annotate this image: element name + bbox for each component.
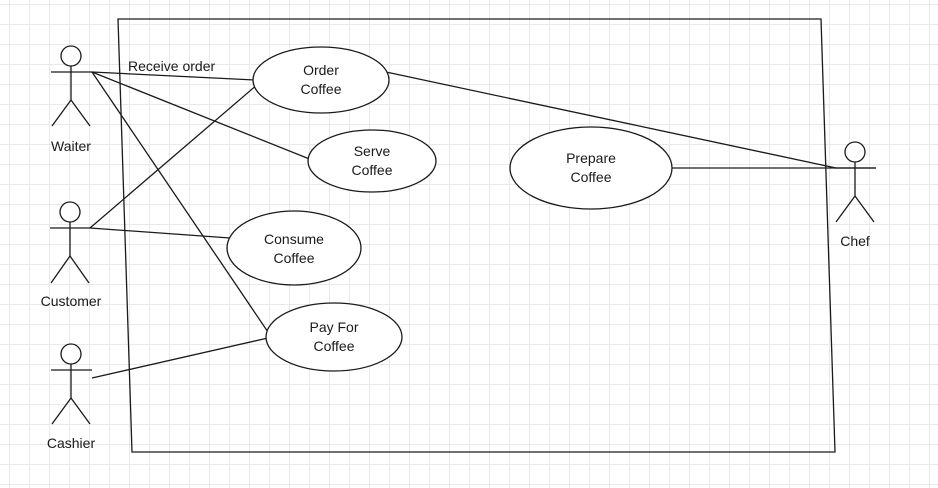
assoc-cashier-pay-for-coffee [91, 337, 269, 379]
use-case-prepare-coffee[interactable]: Prepare Coffee [509, 126, 673, 210]
actor-waiter[interactable]: Waiter [51, 45, 92, 154]
stick-figure-icon [835, 141, 876, 223]
use-case-pay-for-coffee[interactable]: Pay For Coffee [265, 302, 403, 372]
use-case-pay-for-coffee-line2: Coffee [314, 338, 355, 354]
assoc-waiter-order-coffee [91, 71, 256, 81]
actor-customer[interactable]: Customer [41, 201, 102, 309]
use-case-order-coffee[interactable]: Order Coffee [252, 46, 390, 114]
assoc-waiter-pay-for-coffee [91, 71, 271, 336]
use-case-consume-coffee-line2: Coffee [274, 250, 315, 266]
actor-cashier[interactable]: Cashier [47, 343, 96, 451]
use-case-order-coffee-line1: Order [303, 62, 339, 78]
use-case-consume-coffee-line1: Consume [264, 231, 324, 247]
use-case-serve-coffee-line2: Coffee [352, 162, 393, 178]
actor-customer-label: Customer [41, 293, 102, 309]
use-case-order-coffee-line2: Coffee [301, 81, 342, 97]
assoc-order-coffee-chef [385, 71, 837, 169]
actor-chef-label: Chef [840, 233, 870, 249]
use-case-consume-coffee[interactable]: Consume Coffee [226, 210, 362, 286]
stick-figure-icon [51, 343, 92, 425]
use-case-prepare-coffee-line1: Prepare [566, 150, 616, 166]
assoc-customer-consume-coffee [89, 227, 231, 239]
actor-waiter-label: Waiter [51, 138, 91, 154]
use-case-serve-coffee-line1: Serve [354, 143, 391, 159]
actor-chef[interactable]: Chef [835, 141, 876, 249]
stick-figure-icon [50, 201, 90, 284]
system-boundary [117, 18, 836, 453]
use-case-serve-coffee[interactable]: Serve Coffee [307, 129, 437, 193]
receive-order-label: Receive order [128, 58, 215, 74]
use-case-pay-for-coffee-line1: Pay For [309, 319, 358, 335]
actor-cashier-label: Cashier [47, 435, 96, 451]
stick-figure-icon [51, 45, 92, 127]
use-case-prepare-coffee-line2: Coffee [571, 169, 612, 185]
assoc-customer-order-coffee [89, 83, 259, 229]
assoc-waiter-serve-coffee [91, 71, 313, 161]
